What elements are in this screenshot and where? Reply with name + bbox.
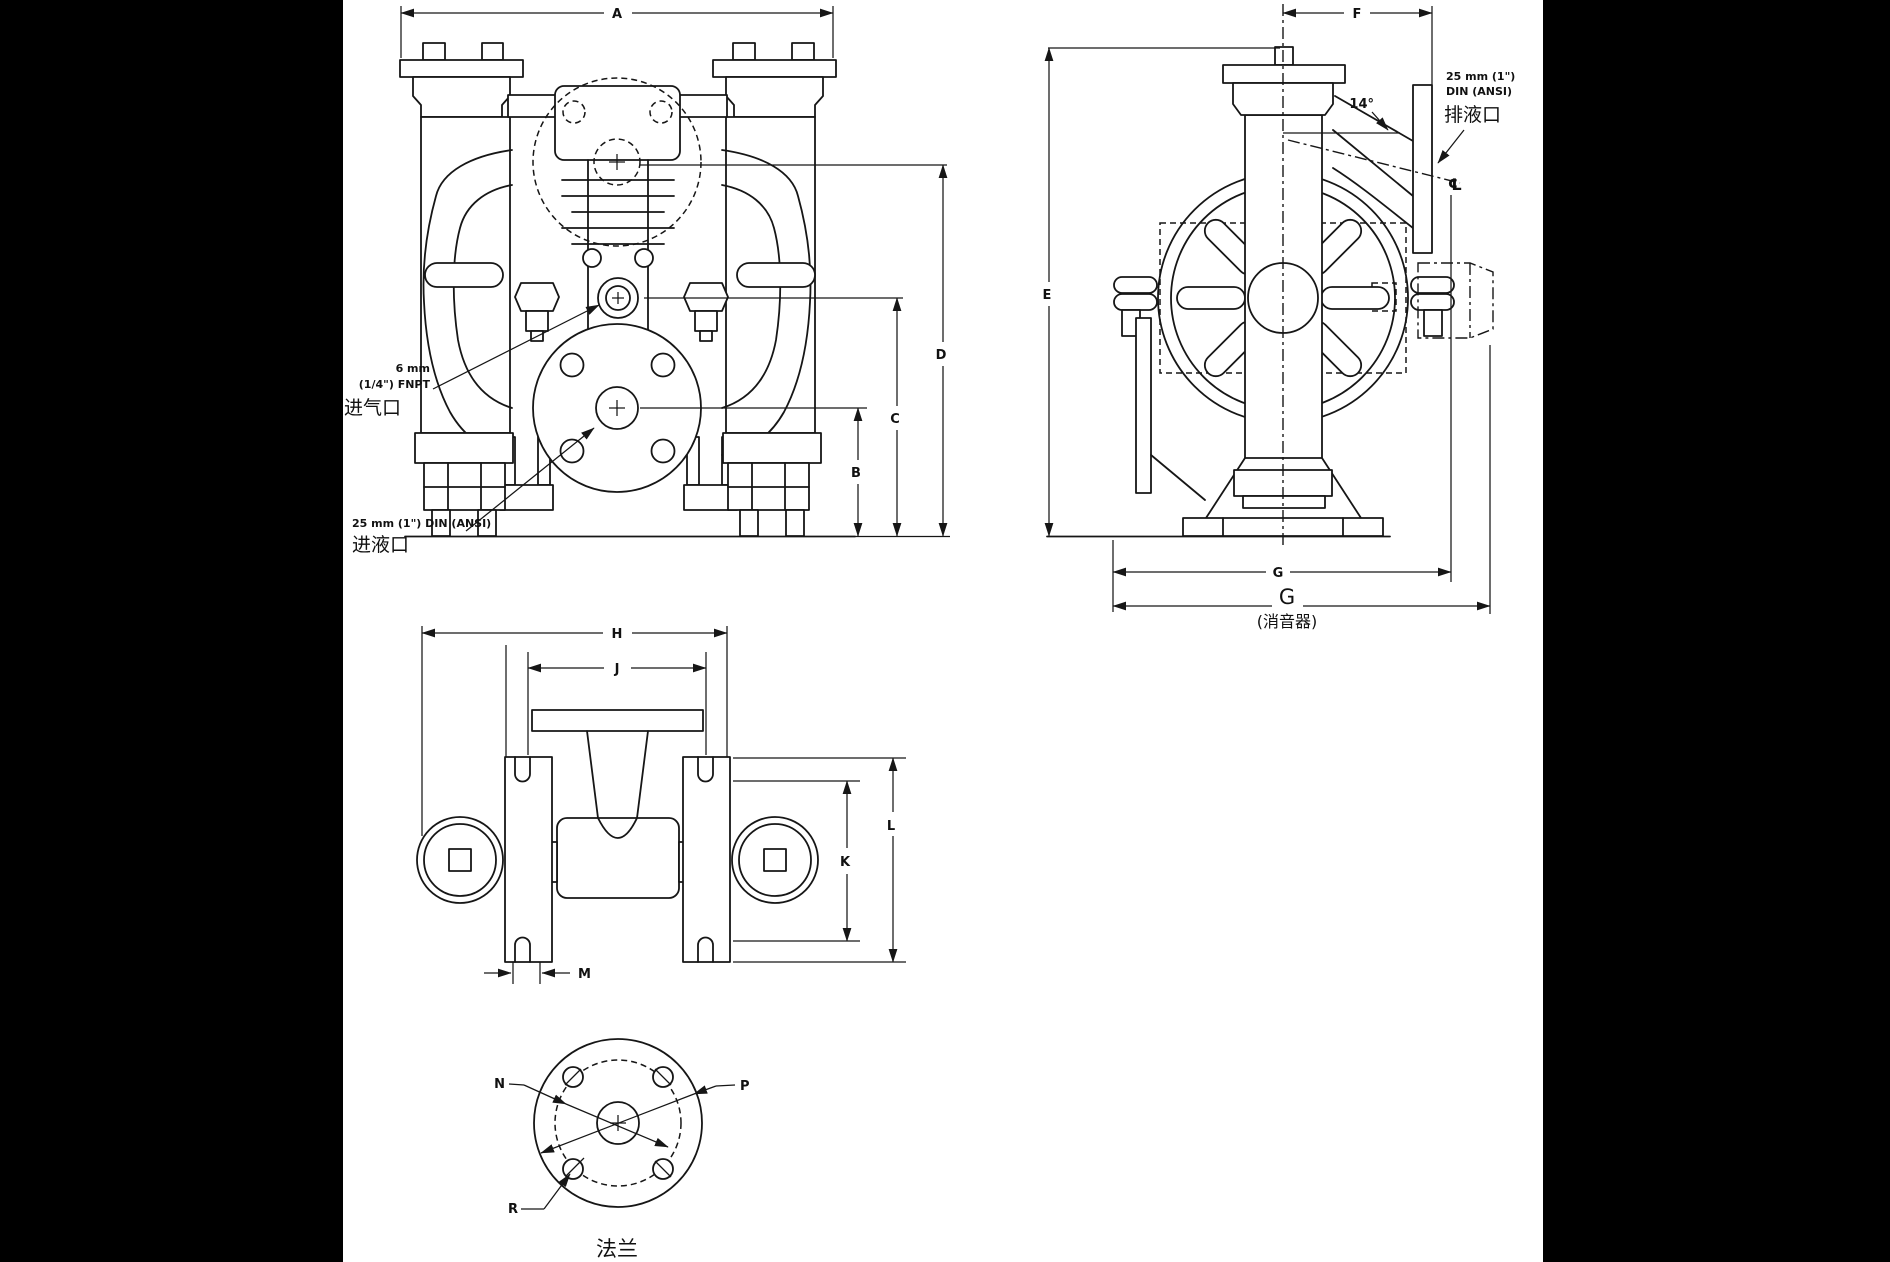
- discharge-cn-label: 排液口: [1444, 104, 1501, 126]
- discharge-size-label: 25 mm (1"): [1446, 70, 1515, 83]
- discharge-standard-label: DIN (ANSI): [1446, 85, 1512, 98]
- side-view: [1046, 4, 1494, 545]
- discharge-flange: [1412, 84, 1433, 254]
- angle-label: 14°: [1349, 97, 1374, 112]
- dim-label-n: N: [494, 1077, 505, 1092]
- flange-detail-view: N P R 法兰: [494, 1038, 750, 1261]
- liquid-inlet-size-label: 25 mm (1") DIN (ANSI): [352, 517, 491, 530]
- air-inlet-leader: [432, 304, 600, 390]
- top-view: H J K L M: [416, 626, 906, 984]
- dim-label-j: J: [614, 662, 620, 677]
- liquid-inlet-flange: [532, 323, 702, 493]
- dim-label-b: B: [851, 466, 861, 481]
- dim-label-k: K: [840, 855, 851, 870]
- dim-label-g2: G: [1279, 585, 1295, 609]
- air-inlet-cn-label: 进气口: [344, 397, 401, 419]
- dim-label-c: C: [890, 412, 900, 427]
- dim-label-h: H: [612, 627, 623, 642]
- dim-label-g1: G: [1273, 566, 1284, 581]
- dim-label-e: E: [1043, 288, 1052, 303]
- letterbox-right: [1543, 0, 1890, 1262]
- dim-label-a: A: [612, 7, 622, 22]
- dim-label-l: L: [887, 819, 895, 834]
- discharge-leader: [1437, 129, 1465, 164]
- dim-label-m: M: [578, 967, 591, 982]
- liquid-inlet-callout: 25 mm (1") DIN (ANSI) 进液口: [352, 427, 595, 556]
- air-inlet-size-label: 6 mm: [396, 362, 430, 375]
- flange-outer-circle: [533, 1038, 703, 1208]
- center-block: [556, 817, 680, 899]
- liquid-inlet-leader: [465, 427, 595, 532]
- discharge-centerline: [1287, 139, 1461, 184]
- muffler-note: (消音器): [1257, 612, 1318, 631]
- air-valve-phantom-circle: [532, 77, 702, 247]
- dim-label-d: D: [936, 348, 947, 363]
- air-inlet-thread-label: (1/4") FNPT: [359, 378, 431, 391]
- top-bar: [531, 709, 704, 732]
- centerline-symbol: ℄: [1448, 175, 1462, 194]
- dim-label-r: R: [508, 1202, 518, 1217]
- side-view-dimensions: F E 14° 25 mm (1") DIN (ANSI) 排液口 ℄ G G …: [1043, 6, 1515, 631]
- bolt-circle: [554, 1059, 682, 1187]
- front-view-dimensions: A D C B: [400, 6, 950, 538]
- front-view: [399, 42, 856, 538]
- liquid-inlet-cn-label: 进液口: [352, 534, 409, 556]
- dim-label-f: F: [1353, 7, 1362, 22]
- letterbox-left: [0, 0, 343, 1262]
- dim-label-p: P: [740, 1079, 750, 1094]
- air-inlet-callout: 6 mm (1/4") FNPT 进气口: [344, 304, 600, 419]
- flange-caption: 法兰: [596, 1237, 638, 1261]
